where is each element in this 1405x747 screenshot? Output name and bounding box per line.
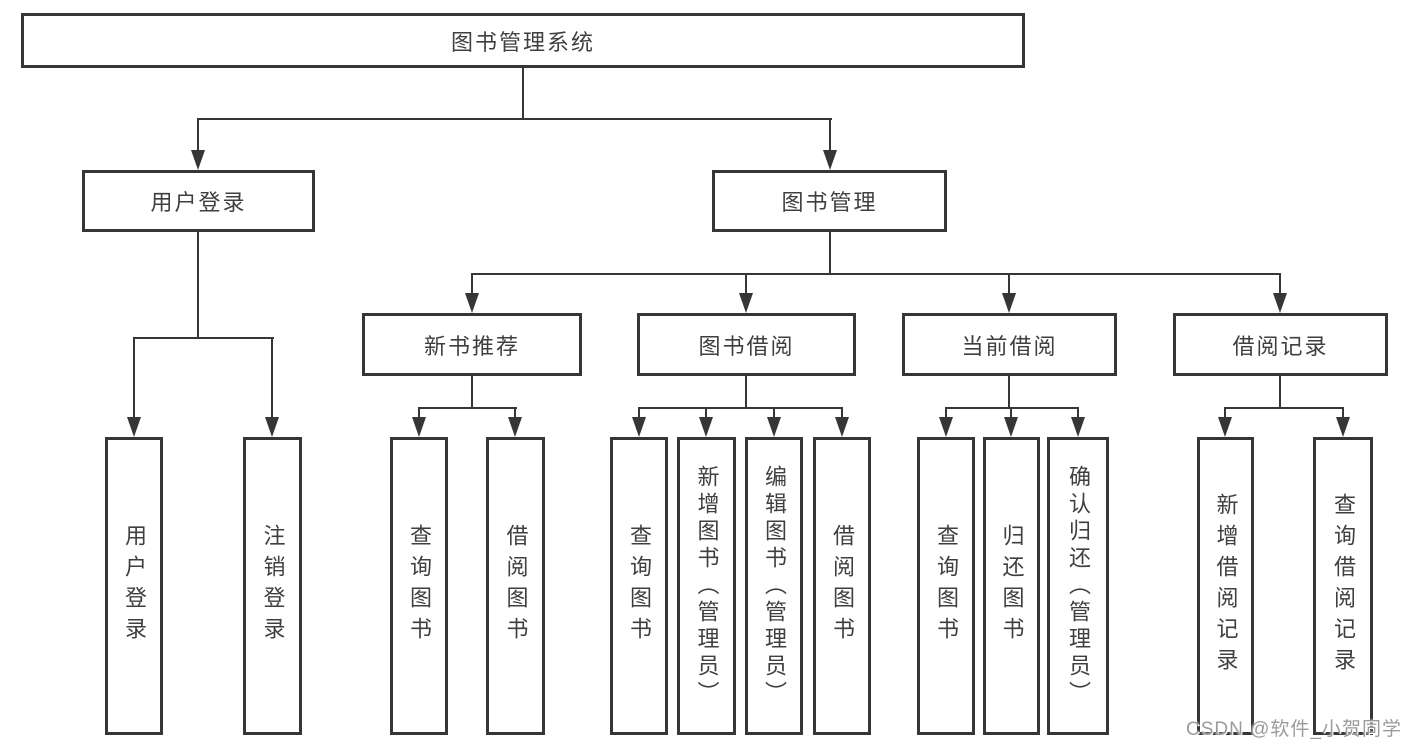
arrow-down-icon: [1336, 417, 1350, 437]
node-label: 用户登录: [150, 190, 247, 215]
csdn-watermark: CSDN @软件_小贺同学: [1186, 719, 1402, 740]
node-library-management-system: 图书管理系统: [21, 13, 1025, 68]
leaf-label: 查询图书: [407, 524, 432, 648]
node-label: 图书管理: [781, 190, 878, 215]
node-book-management: 图书管理: [712, 170, 947, 232]
arrow-down-icon: [1004, 417, 1018, 437]
connector-group-rail: [1224, 407, 1344, 409]
connector-stem: [471, 376, 473, 407]
connector-arrow-shaft: [773, 407, 775, 417]
leaf-label: 借阅图书: [830, 524, 855, 648]
arrow-down-icon: [265, 417, 279, 437]
leaf-user-login: 用户登录: [105, 437, 163, 735]
connector-stem: [1279, 376, 1281, 407]
connector-arrow-shaft: [1008, 273, 1010, 293]
node-label: 当前借阅: [961, 333, 1058, 359]
leaf-logout: 注销登录: [243, 437, 302, 735]
arrow-down-icon: [508, 417, 522, 437]
connector-arrow-shaft: [638, 407, 640, 417]
leaf-label: 查询图书: [627, 524, 652, 648]
arrow-down-icon: [767, 417, 781, 437]
arrow-down-icon: [632, 417, 646, 437]
leaf-confirm-return-admin: 确认归还（管理员）: [1047, 437, 1109, 735]
connector-stem: [745, 376, 747, 407]
connector-arrow-shaft: [271, 337, 273, 417]
leaf-label: 注销登录: [260, 524, 286, 648]
connector-arrow-shaft: [133, 337, 135, 417]
arrow-down-icon: [835, 417, 849, 437]
node-user-login: 用户登录: [82, 170, 315, 232]
connector-arrow-shaft: [1224, 407, 1226, 417]
arrow-down-icon: [1273, 293, 1287, 313]
arrow-down-icon: [1218, 417, 1232, 437]
connector-book-management-stem: [829, 232, 831, 273]
node-book-borrowing: 图书借阅: [637, 313, 856, 376]
connector-arrow-shaft: [197, 118, 199, 152]
connector-arrow-shaft: [471, 273, 473, 293]
node-label: 借阅记录: [1232, 333, 1329, 359]
arrow-down-icon: [739, 293, 753, 313]
connector-arrow-shaft: [1279, 273, 1281, 293]
arrow-down-icon: [699, 417, 713, 437]
connector-stem: [1008, 376, 1010, 407]
leaf-edit-books-admin: 编辑图书（管理员）: [745, 437, 803, 735]
arrow-down-icon: [1002, 293, 1016, 313]
node-label: 图书管理系统: [450, 29, 595, 55]
leaf-label: 新增图书（管理员）: [694, 464, 720, 708]
node-borrowing-records: 借阅记录: [1173, 313, 1388, 376]
leaf-label: 确认归还（管理员）: [1066, 464, 1091, 708]
leaf-label: 编辑图书（管理员）: [762, 464, 787, 708]
connector-arrow-shaft: [1010, 407, 1012, 417]
arrow-down-icon: [191, 150, 205, 170]
leaf-label: 查询借阅记录: [1331, 493, 1356, 679]
connector-level3-rail: [471, 273, 1281, 275]
leaf-borrow-books-borrowing: 借阅图书: [813, 437, 871, 735]
connector-arrow-shaft: [705, 407, 707, 417]
leaf-query-books-recommend: 查询图书: [390, 437, 448, 735]
connector-root-stem: [522, 68, 524, 118]
arrow-down-icon: [412, 417, 426, 437]
connector-user-login-rail: [133, 337, 274, 339]
connector-level1-rail: [197, 118, 832, 120]
connector-group-rail: [638, 407, 843, 409]
connector-arrow-shaft: [1342, 407, 1344, 417]
connector-group-rail: [945, 407, 1079, 409]
leaf-query-borrow-record: 查询借阅记录: [1313, 437, 1373, 735]
leaf-label: 用户登录: [122, 524, 147, 648]
arrow-down-icon: [823, 150, 837, 170]
leaf-label: 查询图书: [934, 524, 959, 648]
connector-arrow-shaft: [1077, 407, 1079, 417]
arrow-down-icon: [939, 417, 953, 437]
connector-arrow-shaft: [829, 118, 831, 152]
leaf-return-books: 归还图书: [983, 437, 1040, 735]
connector-arrow-shaft: [945, 407, 947, 417]
connector-arrow-shaft: [745, 273, 747, 293]
node-new-book-recommendation: 新书推荐: [362, 313, 582, 376]
arrow-down-icon: [465, 293, 479, 313]
arrow-down-icon: [1071, 417, 1085, 437]
connector-arrow-shaft: [418, 407, 420, 417]
leaf-add-borrow-record: 新增借阅记录: [1197, 437, 1254, 735]
connector-arrow-shaft: [841, 407, 843, 417]
connector-arrow-shaft: [514, 407, 516, 417]
leaf-borrow-books-recommend: 借阅图书: [486, 437, 545, 735]
node-current-borrowing: 当前借阅: [902, 313, 1117, 376]
connector-group-rail: [418, 407, 517, 409]
leaf-label: 借阅图书: [503, 524, 529, 648]
node-label: 新书推荐: [423, 333, 520, 359]
arrow-down-icon: [127, 417, 141, 437]
leaf-label: 归还图书: [999, 524, 1025, 648]
node-label: 图书借阅: [698, 333, 795, 359]
leaf-label: 新增借阅记录: [1213, 493, 1239, 679]
leaf-add-books-admin: 新增图书（管理员）: [677, 437, 736, 735]
connector-user-login-stem: [197, 232, 199, 337]
leaf-query-books-borrowing: 查询图书: [610, 437, 668, 735]
leaf-query-books-current: 查询图书: [917, 437, 975, 735]
